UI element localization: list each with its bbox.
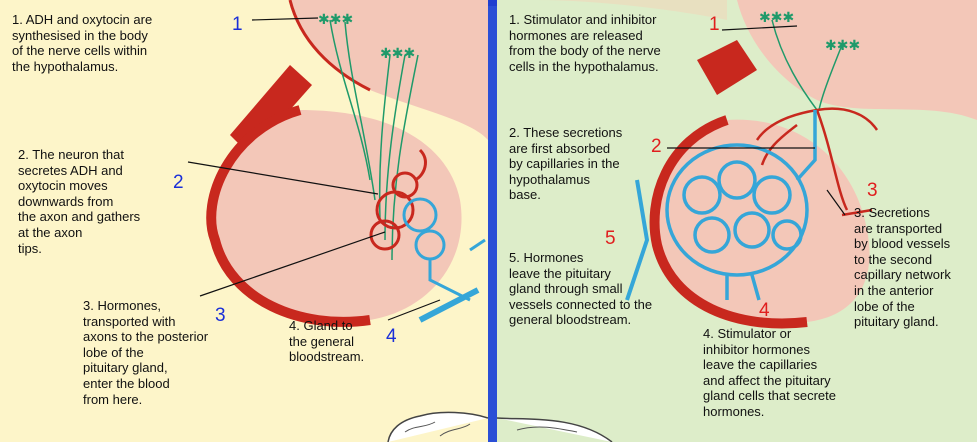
brain-outline-right	[497, 0, 977, 442]
anterior-pituitary-panel: ✱✱✱ ✱✱✱	[497, 0, 977, 442]
brain-outline	[0, 0, 488, 442]
posterior-pituitary-panel: ✱✱✱ ✱✱✱	[0, 0, 488, 442]
